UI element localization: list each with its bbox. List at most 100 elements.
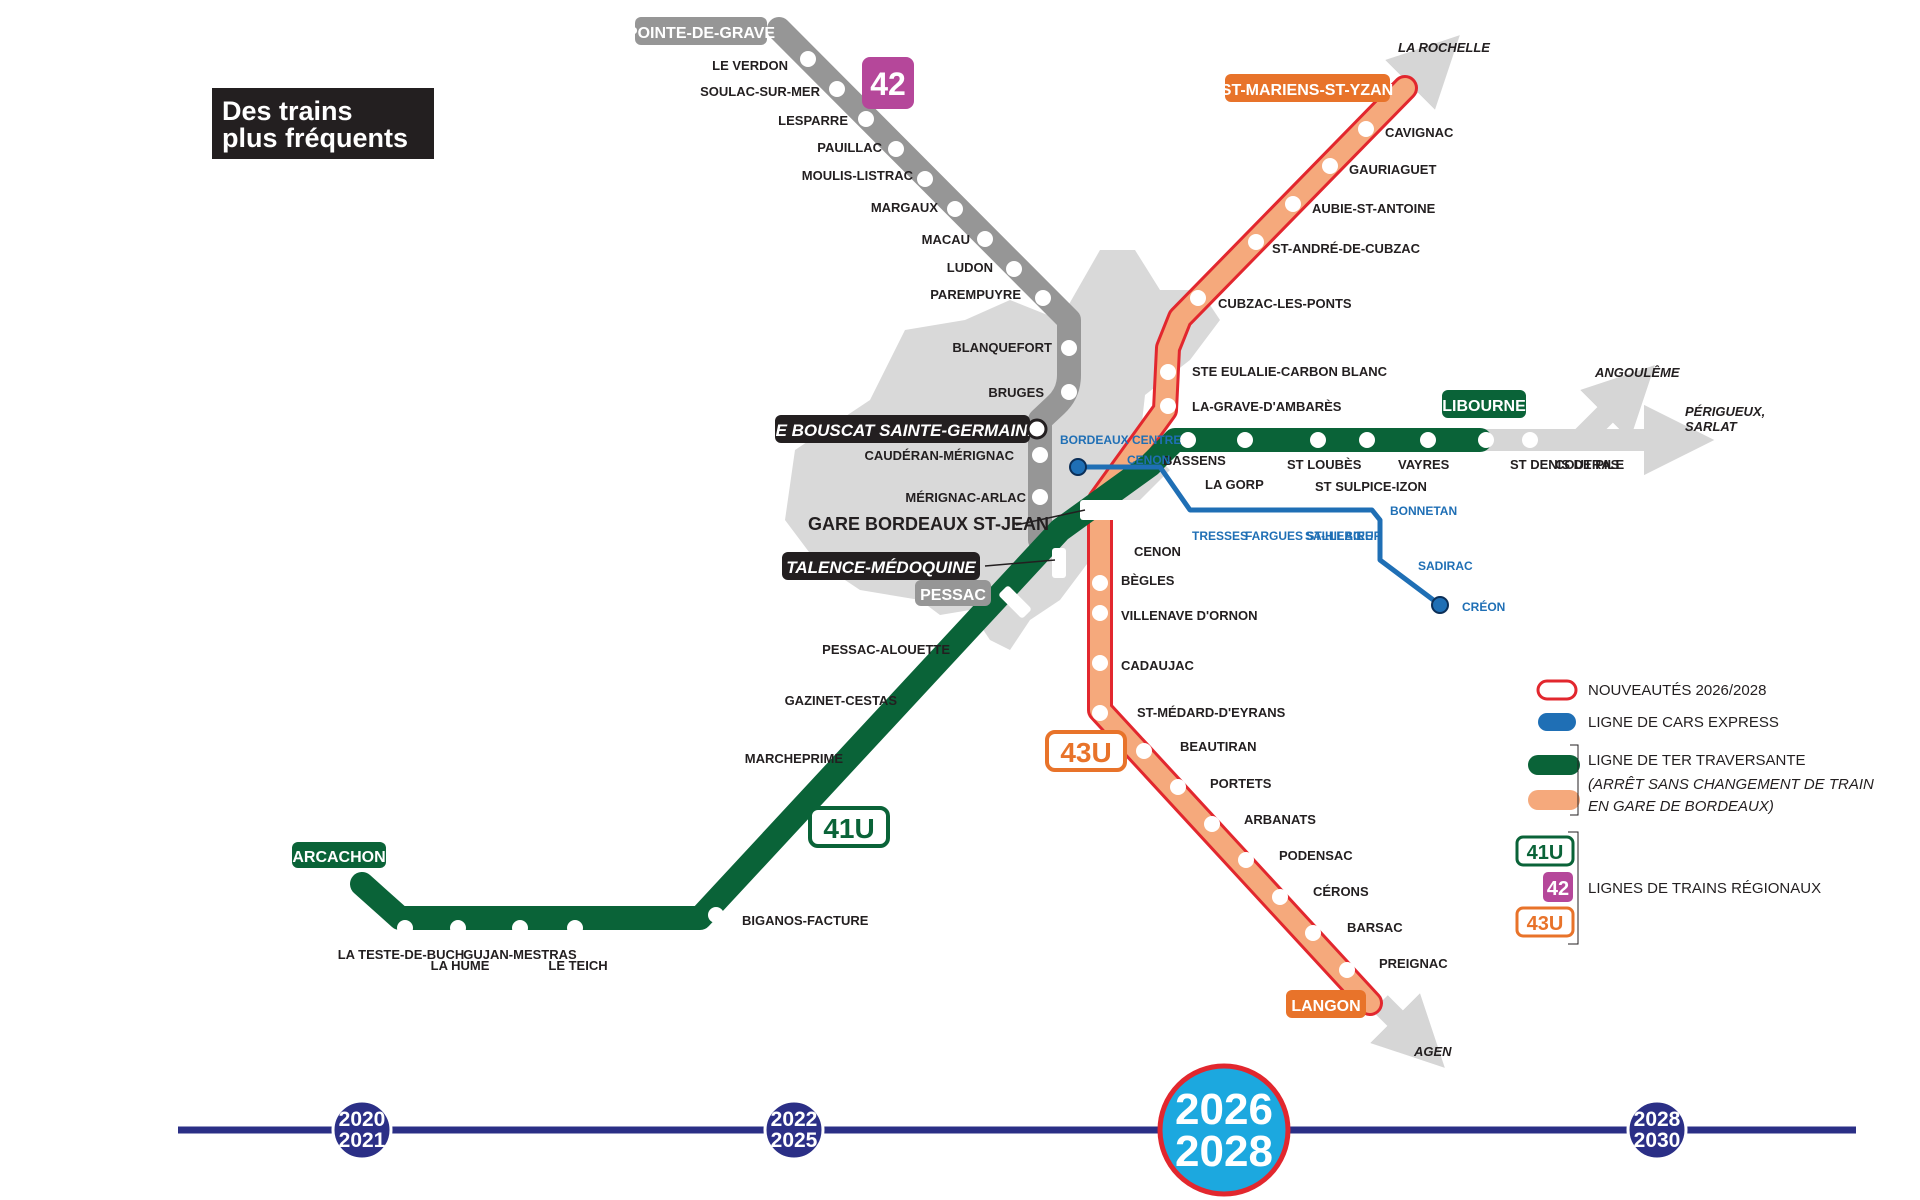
station-dot xyxy=(1359,432,1375,448)
station-label: SALLEBŒUF xyxy=(1305,529,1381,543)
station-dot xyxy=(1305,925,1321,941)
terminal-langon: LANGON xyxy=(1286,990,1366,1018)
station-label: VAYRES xyxy=(1398,457,1450,472)
station-label: ST LOUBÈS xyxy=(1287,457,1362,472)
station-label: LA TESTE-DE-BUCH xyxy=(338,947,465,962)
station-dot xyxy=(1061,384,1077,400)
timeline-year: 2030 xyxy=(1634,1129,1681,1152)
title-line1: Des trains xyxy=(222,96,353,126)
station-label: LA-GRAVE-D'AMBARÈS xyxy=(1192,399,1342,414)
station-label: CÉRONS xyxy=(1313,884,1369,899)
legend-bus: LIGNE DE CARS EXPRESS xyxy=(1588,714,1779,731)
terminal-libourne: LIBOURNE xyxy=(1442,390,1526,418)
talence-hub xyxy=(1052,548,1066,578)
station-dot xyxy=(1190,290,1206,306)
station-label: GAZINET-CESTAS xyxy=(785,693,898,708)
station-label: PESSAC-ALOUETTE xyxy=(822,642,950,657)
station-dot xyxy=(1180,432,1196,448)
station-dot xyxy=(1237,432,1253,448)
station-label: CADAUJAC xyxy=(1121,658,1195,673)
station-dot xyxy=(1358,121,1374,137)
legend-ter-note2: EN GARE DE BORDEAUX) xyxy=(1588,798,1774,815)
legend-regional: LIGNES DE TRAINS RÉGIONAUX xyxy=(1588,880,1821,897)
bordeaux-area xyxy=(785,250,1220,650)
station-label: CAVIGNAC xyxy=(1385,125,1454,140)
title-line2: plus fréquents xyxy=(222,123,408,153)
station-dot xyxy=(1248,234,1264,250)
badge-41u: 41U xyxy=(808,806,890,848)
timeline-year: 2028 xyxy=(1634,1108,1681,1131)
station-label: ST DENIS DE PILE xyxy=(1510,457,1624,472)
terminal-bouscat: LE BOUSCAT SAINTE-GERMAINE xyxy=(765,415,1048,443)
station-dot xyxy=(800,51,816,67)
station-dot xyxy=(397,920,413,936)
station-labels: LE VERDONSOULAC-SUR-MERLESPARREPAUILLACM… xyxy=(338,58,1625,973)
station-label: MOULIS-LISTRAC xyxy=(802,168,914,183)
line-41u xyxy=(350,428,1492,930)
station-dot xyxy=(1092,575,1108,591)
station-dot xyxy=(1032,489,1048,505)
station-label: ARBANATS xyxy=(1244,812,1316,827)
station-dot xyxy=(512,920,528,936)
station-label: PREIGNAC xyxy=(1379,956,1448,971)
terminal-arcachon: ARCACHON xyxy=(292,842,386,868)
legend-badge-43u: 43U xyxy=(1527,913,1564,935)
station-dot xyxy=(1310,432,1326,448)
station-label: BRUGES xyxy=(988,385,1044,400)
terminal-libourne-label: LIBOURNE xyxy=(1442,398,1526,415)
station-dot xyxy=(1478,432,1494,448)
station-label: MÉRIGNAC-ARLAC xyxy=(905,490,1026,505)
badge-43u-label: 43U xyxy=(1060,737,1111,768)
legend-badge-42: 42 xyxy=(1547,878,1569,900)
station-dot xyxy=(1092,705,1108,721)
station-dot xyxy=(1522,432,1538,448)
station-label: TRESSES xyxy=(1192,529,1248,543)
station-label: AUBIE-ST-ANTOINE xyxy=(1312,201,1436,216)
station-label: VILLENAVE D'ORNON xyxy=(1121,608,1257,623)
station-label: STE EULALIE-CARBON BLANC xyxy=(1192,364,1388,379)
station-label: MACAU xyxy=(922,232,970,247)
station-dot xyxy=(917,171,933,187)
legend-ter-note1: (ARRÊT SANS CHANGEMENT DE TRAIN xyxy=(1588,776,1874,793)
station-dot xyxy=(974,646,990,662)
station-label: FARGUES ST-HILAIRE xyxy=(1245,529,1373,543)
station-label: CAUDÉRAN-MÉRIGNAC xyxy=(865,448,1015,463)
station-label: ST SULPICE-IZON xyxy=(1315,479,1427,494)
station-label: ST-ANDRÉ-DE-CUBZAC xyxy=(1272,241,1421,256)
title-box: Des trains plus fréquents xyxy=(212,88,434,159)
station-label: BIGANOS-FACTURE xyxy=(742,913,869,928)
legend-new: NOUVEAUTÉS 2026/2028 xyxy=(1588,682,1766,699)
station-dot xyxy=(1204,816,1220,832)
terminal-pessac: PESSAC xyxy=(915,580,991,606)
station-label: BORDEAUX CENTRE xyxy=(1060,433,1181,447)
station-label: BÈGLES xyxy=(1121,573,1175,588)
station-label: CENON xyxy=(1127,453,1170,467)
station-label: GAURIAGUET xyxy=(1349,162,1436,177)
station-label: SOULAC-SUR-MER xyxy=(700,84,820,99)
station-dot xyxy=(829,81,845,97)
station-dot xyxy=(1160,364,1176,380)
station-label: COUTRAS xyxy=(1555,457,1620,472)
gare-st-jean-hub xyxy=(1080,500,1130,520)
terminal-talence-label: TALENCE-MÉDOQUINE xyxy=(786,558,976,577)
station-dot xyxy=(888,141,904,157)
dest-sarlat: SARLAT xyxy=(1685,419,1738,434)
station-label: MARCHEPRIME xyxy=(745,751,844,766)
station-dot xyxy=(450,920,466,936)
station-label: LE TEICH xyxy=(548,958,607,973)
station-label: BEAUTIRAN xyxy=(1180,739,1257,754)
station-dot xyxy=(1032,447,1048,463)
station-label: LUDON xyxy=(947,260,993,275)
station-dot xyxy=(947,201,963,217)
legend-ter: LIGNE DE TER TRAVERSANTE xyxy=(1588,752,1806,769)
station-dot xyxy=(1092,655,1108,671)
terminal-stmariens-label: ST-MARIENS-ST-YZAN xyxy=(1221,82,1393,99)
station-dot xyxy=(858,111,874,127)
timeline-year: 2025 xyxy=(771,1129,818,1152)
dest-perigueux: PÉRIGUEUX, xyxy=(1685,404,1765,419)
timeline-year: 2022 xyxy=(771,1108,818,1131)
line-bus xyxy=(1069,458,1449,614)
station-dot xyxy=(1006,261,1022,277)
